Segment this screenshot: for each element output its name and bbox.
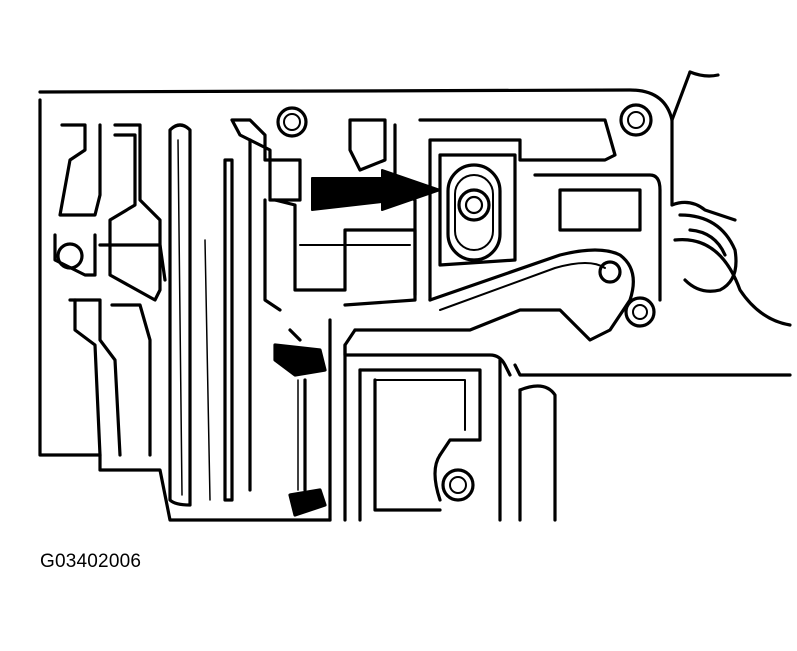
bolt-hole-right <box>624 296 656 328</box>
figure-code: G03402006 <box>40 551 142 572</box>
bolt-holes <box>56 103 656 502</box>
bolt-hole-top-right <box>619 103 653 137</box>
linkage-arm <box>343 248 635 377</box>
arrow-right-icon <box>311 169 441 211</box>
side-fittings <box>273 328 327 517</box>
plate-outline <box>38 70 792 522</box>
slot-bolt-housing <box>446 163 502 262</box>
lower-frame <box>328 318 792 522</box>
left-valve-bores <box>53 123 167 457</box>
right-chambers <box>533 173 738 302</box>
bolt-hole-arm <box>598 260 622 284</box>
middle-left-pocket <box>263 198 417 312</box>
vertical-channels <box>168 123 252 507</box>
target-bolt <box>457 188 491 222</box>
bolt-hole-bottom <box>441 468 475 502</box>
bolt-hole-top-left <box>276 106 308 138</box>
center-pocket <box>230 118 617 302</box>
bolt-hole-left <box>56 242 84 270</box>
valve-body-diagram <box>38 70 792 522</box>
